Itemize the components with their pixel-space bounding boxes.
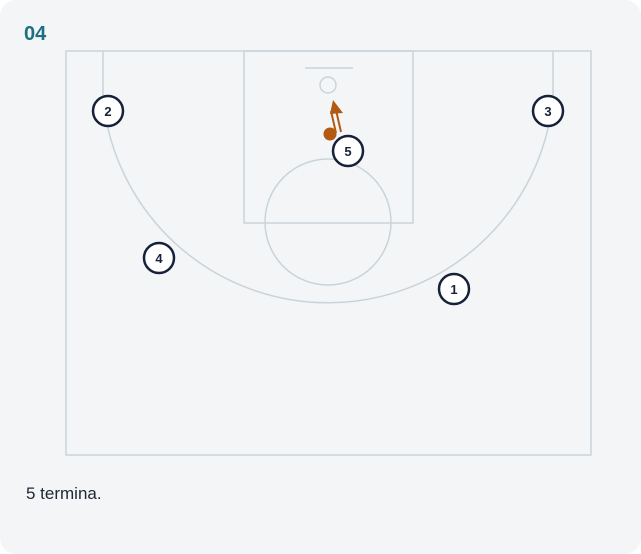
shot-arrow xyxy=(330,100,343,134)
play-caption: 5 termina. xyxy=(26,484,102,503)
player-1: 1 xyxy=(437,272,471,306)
player-4: 4 xyxy=(142,241,176,275)
player-label: 5 xyxy=(344,144,351,159)
player-3: 3 xyxy=(531,94,565,128)
player-label: 4 xyxy=(155,251,163,266)
step-number: 04 xyxy=(24,23,47,45)
player-2: 2 xyxy=(91,94,125,128)
rim xyxy=(319,76,337,94)
three-point-line xyxy=(102,51,554,304)
ball-icon xyxy=(323,127,337,141)
player-label: 1 xyxy=(450,282,457,297)
free-throw-circle xyxy=(264,158,392,286)
player-5: 5 xyxy=(331,134,365,168)
player-label: 2 xyxy=(104,104,111,119)
player-label: 3 xyxy=(544,104,551,119)
lane xyxy=(243,50,414,224)
arrow-up-icon xyxy=(330,100,343,114)
